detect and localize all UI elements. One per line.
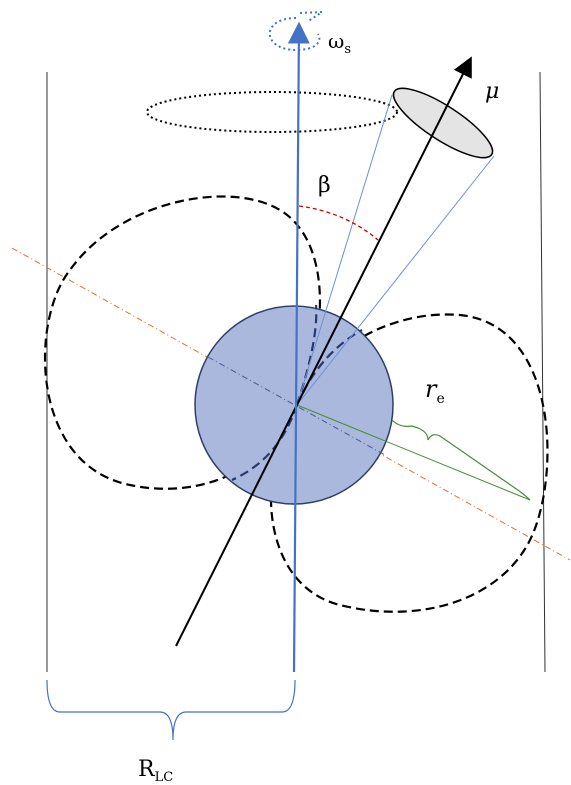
- radius-bracket: [391, 419, 531, 501]
- field-loop-inner-right: [295, 329, 363, 406]
- beta-label: β: [318, 173, 331, 198]
- field-loop-right: [269, 313, 549, 613]
- emission-cone-end: [392, 87, 494, 159]
- neutron-star: [194, 305, 394, 505]
- spin-axis: [287, 21, 310, 673]
- beam-line-right: [296, 155, 495, 406]
- spin-rotation-arrowhead: [299, 10, 326, 23]
- radius-line: [296, 404, 531, 501]
- omega-label: ωs: [328, 29, 351, 57]
- light-cylinder-right-line: [539, 71, 546, 673]
- field-loop-inner-left: [231, 404, 299, 482]
- field-loop-left: [43, 195, 322, 490]
- field-loop-inner-upper: [295, 304, 318, 406]
- radius-label: re: [425, 375, 445, 407]
- light-cylinder-label: RLC: [138, 757, 173, 785]
- magnetic-equator-line: [11, 247, 571, 561]
- magnetic-axis: [175, 56, 472, 647]
- beam-line-left: [296, 94, 393, 406]
- beta-angle-arc: [298, 205, 379, 241]
- spin-rotation-arrow: [268, 17, 321, 52]
- light-cylinder-bracket: [46, 679, 296, 741]
- mu-label: μ: [485, 79, 499, 104]
- beam-precession-ellipse: [146, 91, 398, 133]
